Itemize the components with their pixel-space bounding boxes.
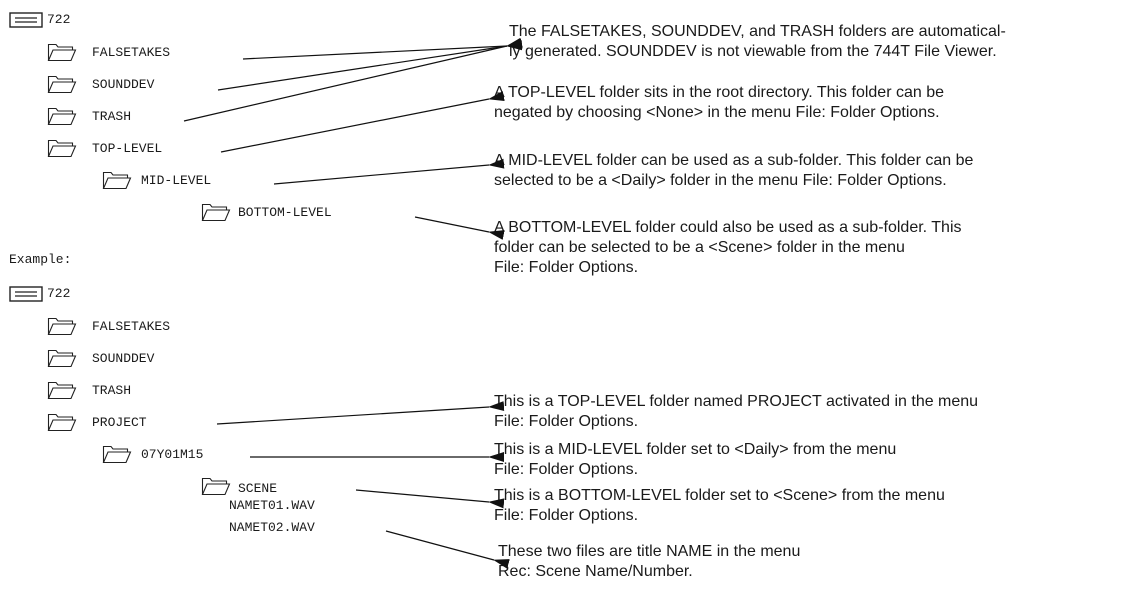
tree2-folder-label: FALSETAKES <box>92 319 171 334</box>
tree1-root-label: 722 <box>47 12 71 27</box>
arrow-trash <box>183 37 523 122</box>
tree2-folder-label: PROJECT <box>92 415 147 430</box>
folder-icon <box>47 380 77 405</box>
example-heading: Example: <box>9 252 72 267</box>
tree2-folder-label: 07Y01M15 <box>141 447 204 462</box>
drive-icon <box>9 286 43 307</box>
tree1-folder-label: MID-LEVEL <box>141 173 212 188</box>
folder-icon <box>47 348 77 373</box>
folder-icon <box>201 202 231 227</box>
arrow-falsetakes <box>242 40 523 60</box>
folder-icon <box>102 170 132 195</box>
arrow-top-level <box>220 91 505 153</box>
tree1-folder-label: TOP-LEVEL <box>92 141 163 156</box>
tree2-file-label: NAMET01.WAV <box>229 498 315 513</box>
annotation-text: This is a BOTTOM-LEVEL folder set to <Sc… <box>494 487 945 524</box>
annotation-text: This is a MID-LEVEL folder set to <Daily… <box>494 441 897 478</box>
folder-icon <box>47 74 77 99</box>
annotation-text: A BOTTOM-LEVEL folder could also be used… <box>494 219 962 276</box>
tree2-folder-label: SCENE <box>238 481 278 496</box>
folder-icon <box>102 444 132 469</box>
tree1-folder-label: TRASH <box>92 109 132 124</box>
folder-icon <box>201 476 231 501</box>
folder-icon <box>47 412 77 437</box>
arrow-scene <box>355 489 505 509</box>
folder-icon <box>47 42 77 67</box>
annotation-text: This is a TOP-LEVEL folder named PROJECT… <box>494 393 979 430</box>
arrow-bottom-level <box>414 216 505 240</box>
folder-icon <box>47 138 77 163</box>
arrow-mid-level <box>273 158 505 185</box>
annotation-text: A TOP-LEVEL folder sits in the root dire… <box>494 84 944 121</box>
arrow-sounddev <box>217 38 523 91</box>
tree2-file-label: NAMET02.WAV <box>229 520 315 535</box>
folder-icon <box>47 106 77 131</box>
drive-icon <box>9 12 43 33</box>
tree2-folder-label: TRASH <box>92 383 132 398</box>
tree2-folder-label: SOUNDDEV <box>92 351 155 366</box>
arrow-project <box>216 401 505 425</box>
folder-icon <box>47 316 77 341</box>
annotation-text: The FALSETAKES, SOUNDDEV, and TRASH fold… <box>509 23 1006 60</box>
tree1-folder-label: FALSETAKES <box>92 45 171 60</box>
annotation-text: A MID-LEVEL folder can be used as a sub-… <box>494 152 974 189</box>
annotation-text: These two files are title NAME in the me… <box>498 543 801 580</box>
tree1-folder-label: BOTTOM-LEVEL <box>238 205 332 220</box>
tree2-root-label: 722 <box>47 286 71 301</box>
arrow-files <box>385 530 510 569</box>
tree1-folder-label: SOUNDDEV <box>92 77 155 92</box>
